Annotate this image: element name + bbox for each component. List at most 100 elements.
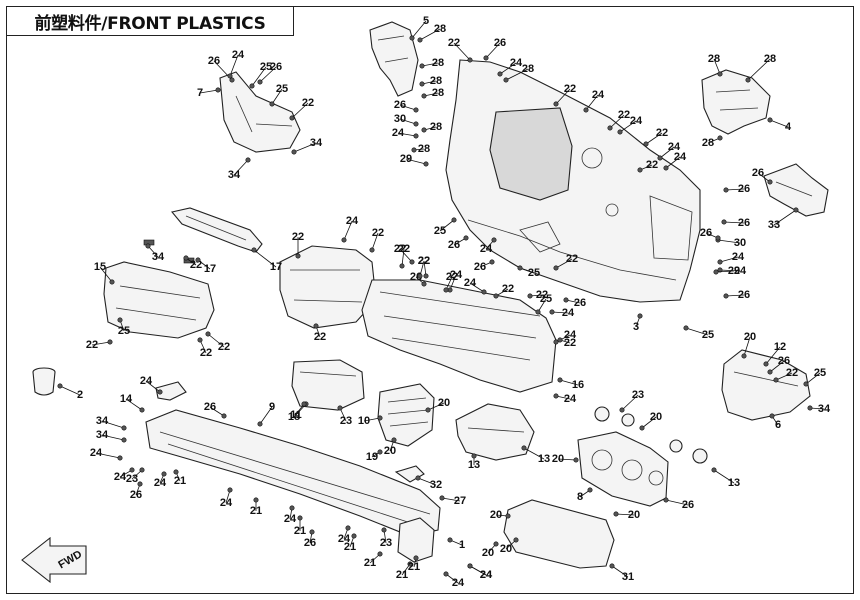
- callout-number: 26: [738, 217, 750, 229]
- callout-leader-line: [557, 458, 577, 461]
- callout-leader-line: [713, 469, 735, 484]
- callout-number: 17: [204, 263, 216, 275]
- fastener-icon: [377, 415, 383, 421]
- callout-leader-line: [747, 58, 771, 81]
- callout-leader-line: [765, 346, 781, 365]
- part-32-vent: [455, 403, 535, 461]
- fastener-icon: [117, 317, 123, 323]
- page-title: 前塑料件/FRONT PLASTICS: [34, 13, 266, 34]
- callout-leader-line: [399, 118, 417, 125]
- fastener-icon: [297, 515, 303, 521]
- callout-number: 22: [536, 289, 548, 301]
- callout-number: 20: [490, 509, 502, 521]
- callout-number: 21: [250, 505, 262, 517]
- callout-leader-line: [469, 282, 485, 293]
- fastener-icon: [741, 353, 747, 359]
- callout-leader-line: [125, 398, 143, 411]
- callout-leader-line: [209, 406, 225, 417]
- fastener-icon: [467, 563, 473, 569]
- fastener-icon: [497, 71, 503, 77]
- fastener-icon: [717, 259, 723, 265]
- fastener-icon: [161, 471, 167, 477]
- fastener-icon: [553, 393, 559, 399]
- callout-number: 24: [480, 243, 493, 255]
- fastener-icon: [227, 73, 233, 79]
- callout-number: 20: [552, 453, 564, 465]
- callout-number: 7: [197, 87, 203, 99]
- fastener-icon: [657, 155, 663, 161]
- fastener-icon: [295, 253, 301, 259]
- callout-leader-line: [229, 54, 239, 77]
- fastener-icon: [643, 141, 649, 147]
- fastener-icon: [491, 237, 497, 243]
- callout-number: 21: [396, 569, 408, 581]
- callout-number: 31: [622, 571, 634, 583]
- callout-leader-line: [659, 146, 675, 159]
- fastener-icon: [421, 127, 427, 133]
- fastener-icon: [411, 147, 417, 153]
- callout-number: 26: [270, 61, 282, 73]
- callout-leader-line: [769, 360, 785, 373]
- callout-leader-line: [805, 372, 821, 385]
- fastener-icon: [503, 77, 509, 83]
- fastener-icon: [137, 481, 143, 487]
- callout-leader-line: [405, 158, 427, 165]
- fastener-icon: [413, 121, 419, 127]
- fastener-icon: [807, 405, 813, 411]
- fastener-icon: [345, 525, 351, 531]
- callout-number: 21: [294, 525, 306, 537]
- fastener-icon: [369, 247, 375, 253]
- callout-leader-line: [363, 417, 381, 422]
- callout-leader-line: [499, 62, 517, 75]
- fastener-icon: [399, 263, 405, 269]
- fastener-icon: [613, 511, 619, 517]
- callout-number: 26: [208, 55, 220, 67]
- callout-number: 28: [432, 87, 444, 99]
- callout-leader-line: [427, 402, 445, 411]
- callout-number: 26: [682, 499, 694, 511]
- callout-number: 25: [528, 267, 540, 279]
- callout-number: 26: [752, 167, 764, 179]
- callout-number: 24: [734, 265, 747, 277]
- fastener-icon: [423, 161, 429, 167]
- fastener-icon: [553, 101, 559, 107]
- callout-number: 14: [120, 393, 133, 405]
- fastener-icon: [553, 265, 559, 271]
- callout-number: 34: [96, 415, 109, 427]
- callout-number: 22: [564, 337, 576, 349]
- fwd-arrow-icon: FWD: [21, 536, 87, 584]
- callout-leader-line: [469, 565, 487, 576]
- callout-number: 24: [668, 141, 681, 153]
- callout-leader-line: [423, 260, 427, 277]
- callout-leader-line: [449, 274, 457, 291]
- fastener-icon: [341, 237, 347, 243]
- callout-leader-line: [715, 270, 735, 273]
- callout-number: 29: [400, 153, 412, 165]
- fastener-icon: [803, 381, 809, 387]
- fastener-icon: [439, 495, 445, 501]
- part-19-grille: [377, 383, 435, 447]
- callout-leader-line: [101, 420, 125, 429]
- fastener-icon: [249, 83, 255, 89]
- fastener-icon: [711, 467, 717, 473]
- callout-leader-line: [99, 266, 113, 283]
- callout-leader-line: [411, 20, 427, 39]
- callout-number: 34: [96, 429, 109, 441]
- fastener-icon: [227, 487, 233, 493]
- fastener-icon: [419, 63, 425, 69]
- callout-number: 26: [204, 401, 216, 413]
- part-31-tray: [503, 499, 615, 569]
- fastener-icon: [715, 235, 721, 241]
- callout-leader-line: [523, 447, 545, 460]
- callout-leader-line: [259, 66, 277, 83]
- fastener-icon: [637, 167, 643, 173]
- fastener-icon: [763, 361, 769, 367]
- fastener-icon: [463, 235, 469, 241]
- callout-number: 4: [785, 121, 792, 133]
- callout-leader-line: [421, 62, 439, 67]
- callout-leader-line: [717, 239, 741, 244]
- callout-number: 28: [430, 121, 442, 133]
- title-block: 前塑料件/FRONT PLASTICS: [6, 6, 294, 36]
- part-4-bracket: [701, 69, 771, 135]
- fastener-icon: [415, 475, 421, 481]
